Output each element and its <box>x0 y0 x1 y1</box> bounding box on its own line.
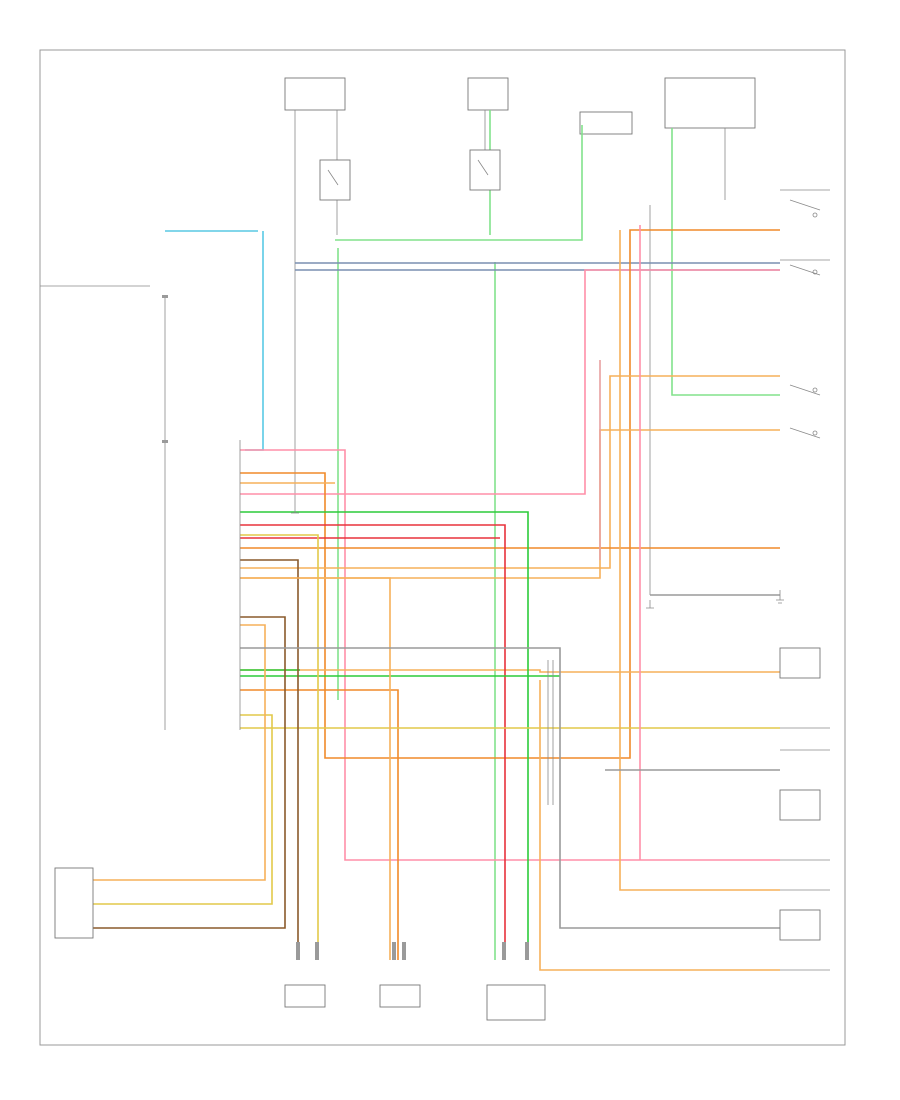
diagram-frame <box>39 49 846 1046</box>
module-pin-column <box>162 295 241 730</box>
rear-speed-sensor <box>486 984 546 1021</box>
relay-box-1 <box>779 647 821 679</box>
relay-box-3 <box>779 909 821 941</box>
right-front-wheel-sensor <box>379 984 421 1008</box>
relay-block <box>319 149 501 201</box>
right-side-components <box>779 189 830 971</box>
left-front-wheel-sensor <box>284 984 326 1008</box>
ground-symbol <box>291 505 784 609</box>
speed-sensor-box <box>54 867 94 939</box>
wheel-sensors <box>284 942 546 1021</box>
power-feeds <box>294 110 726 595</box>
fuse-panel-left <box>284 77 756 135</box>
wire-harness <box>90 110 780 971</box>
relay-box-2 <box>779 789 821 821</box>
switch-symbol <box>812 212 818 436</box>
